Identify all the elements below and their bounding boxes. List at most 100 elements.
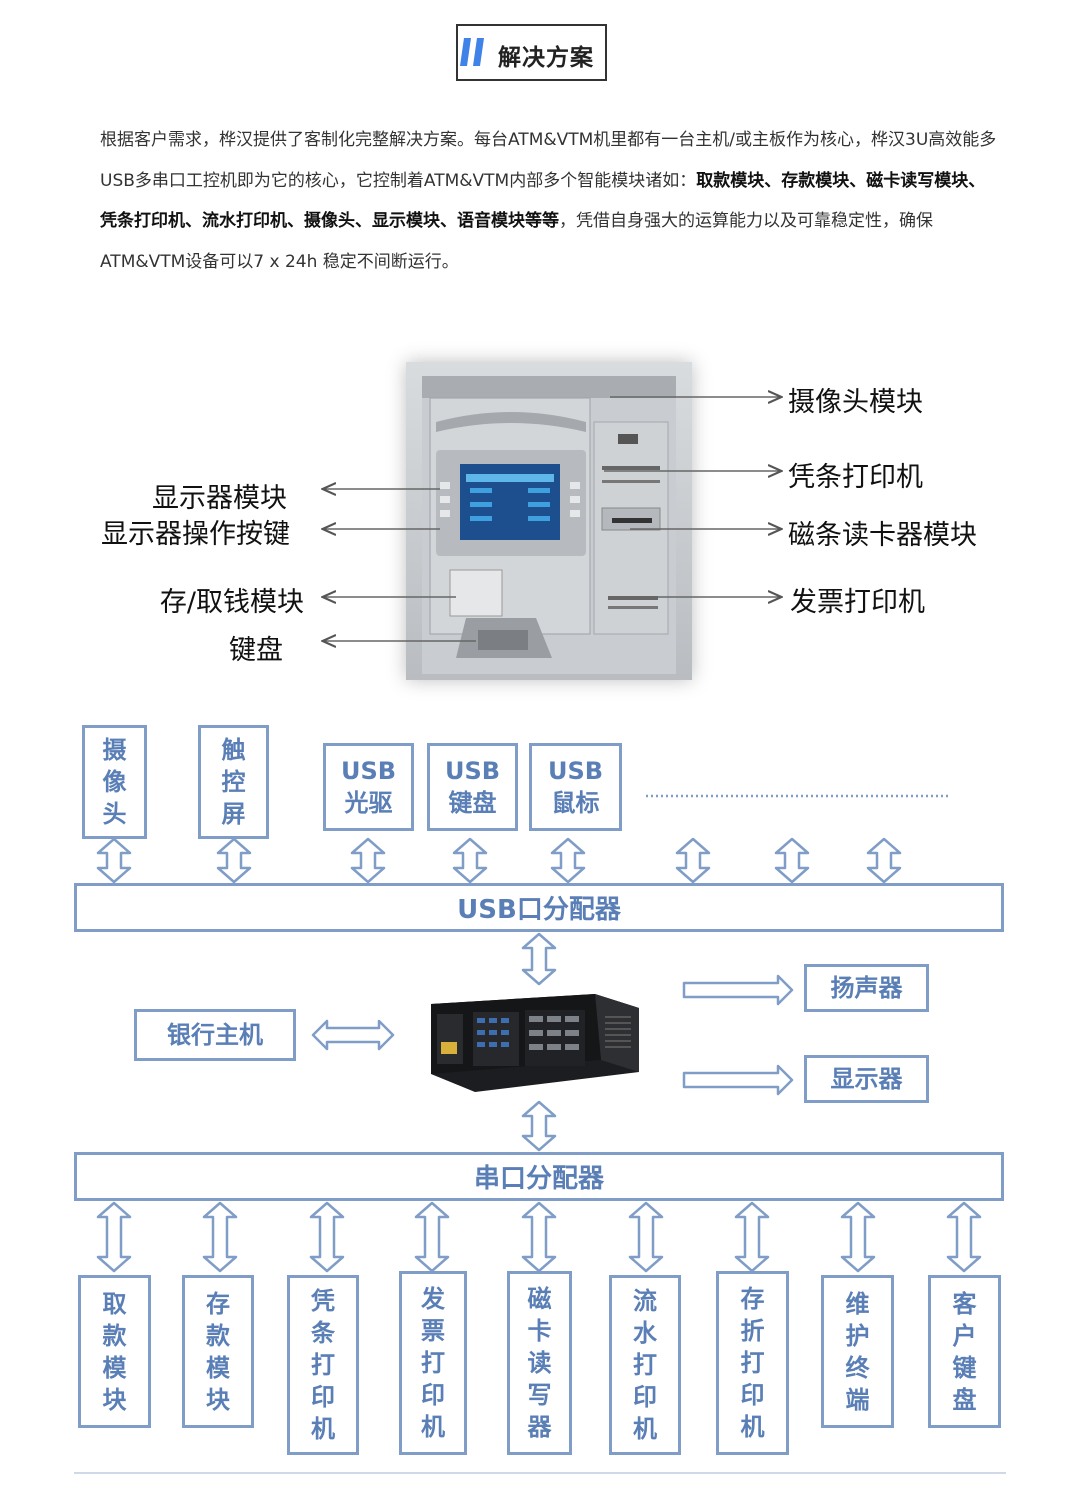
pc-to-speaker-arrow: [682, 974, 794, 1006]
device-cash-deposit: 存款模块: [182, 1275, 254, 1428]
bank-host: 银行主机: [134, 1009, 296, 1061]
device-label-char: 器: [527, 1413, 552, 1441]
device-label-char: 印: [633, 1383, 657, 1411]
label-camera-module: 摄像头模块: [788, 387, 923, 418]
device-card-reader: 磁卡读写器: [507, 1271, 572, 1455]
device-label-char: 摄: [102, 736, 127, 764]
usb-hub-to-pc-arrow: [521, 932, 557, 986]
device-label-char: 块: [206, 1385, 230, 1414]
device-label-char: 读: [527, 1349, 552, 1377]
intro-text: 根据客户需求，桦汉提供了客制化完整解决方案。每台ATM&VTM机里都有一台主机/…: [100, 130, 997, 191]
device-label-char: 卡: [527, 1317, 552, 1345]
device-usb-optical: USB光驱: [323, 743, 414, 831]
device-label-char: 头: [102, 800, 127, 828]
device-label-char: 模: [206, 1353, 230, 1382]
serial-link-arrow-4: [521, 1201, 557, 1273]
device-label-char: 盘: [952, 1385, 977, 1414]
device-label-char: 触: [221, 736, 246, 764]
device-label-char: 凭: [311, 1287, 335, 1315]
device-label-char: 水: [633, 1319, 657, 1347]
serial-link-arrow-5: [628, 1201, 664, 1273]
intro-bold-modules: 取款模块、存款模块、磁卡读写模块、凭条打印机、流水打印机、摄像头、显示模块、语音…: [100, 170, 986, 232]
label-keypad: 键盘: [229, 635, 283, 666]
atm-illustration: [422, 376, 676, 674]
device-label-char: 磁: [527, 1285, 552, 1313]
device-label-char: 护: [845, 1321, 870, 1350]
serial-link-arrow-3: [414, 1201, 450, 1273]
serial-link-arrow-8: [946, 1201, 982, 1273]
device-label-char: 打: [633, 1351, 657, 1379]
output-speaker: 扬声器: [804, 964, 929, 1012]
device-label-char: 户: [952, 1321, 977, 1350]
usb-link-arrow-7: [866, 837, 902, 884]
device-usb-mouse: USB鼠标: [529, 743, 622, 831]
serial-link-arrow-1: [202, 1201, 238, 1273]
device-cash-withdrawal: 取款模块: [78, 1275, 151, 1428]
serial-link-arrow-6: [734, 1201, 770, 1273]
usb-link-arrow-3: [452, 837, 488, 884]
device-label-char: 机: [421, 1413, 445, 1441]
label-card-reader: 磁条读卡器模块: [788, 520, 977, 551]
device-label-char: 条: [311, 1319, 335, 1347]
bottom-divider: [74, 1472, 1006, 1474]
device-label-char: 像: [102, 768, 127, 796]
output-display: 显示器: [804, 1055, 929, 1103]
device-journal-printer: 流水打印机: [609, 1275, 681, 1455]
device-label-char: 流: [633, 1287, 657, 1315]
device-camera: 摄像头: [82, 725, 147, 839]
serial-link-arrow-2: [309, 1201, 345, 1273]
pc-to-display-arrow: [682, 1064, 794, 1096]
device-label-char: 存: [206, 1289, 230, 1318]
device-label-char: 印: [311, 1383, 335, 1411]
device-maintenance-terminal: 维护终端: [821, 1275, 894, 1428]
device-label-char: 屏: [221, 800, 246, 828]
device-label-char: 机: [311, 1415, 335, 1443]
intro-text-end: ，凭借自身强大的运算能力以及可靠稳定性，确保ATM&VTM设备可以7 x 24h…: [100, 211, 933, 272]
device-label-char: 票: [421, 1317, 445, 1345]
device-label-char: 打: [740, 1349, 765, 1377]
usb-link-arrow-6: [774, 837, 810, 884]
section-title: 解决方案: [498, 45, 594, 71]
device-label-char: 款: [206, 1321, 230, 1350]
device-passbook-printer: 存折打印机: [716, 1271, 789, 1455]
device-label-char: 存: [740, 1285, 765, 1313]
industrial-pc-image: [431, 994, 639, 1092]
bank-host-link-arrow: [311, 1019, 395, 1051]
device-label-char: 折: [740, 1317, 765, 1345]
pc-to-serial-hub-arrow: [521, 1100, 557, 1152]
device-label-char: 模: [102, 1353, 127, 1382]
device-label-char: 印: [421, 1381, 445, 1409]
device-label-char: 发: [421, 1285, 445, 1313]
device-label-char: 端: [845, 1385, 870, 1414]
device-label-char: 取: [102, 1289, 127, 1318]
device-label-char: 款: [102, 1321, 127, 1350]
device-label-char: 块: [102, 1385, 127, 1414]
usb-link-arrow-5: [675, 837, 711, 884]
label-cash-module: 存/取钱模块: [159, 587, 304, 618]
device-touchscreen: 触控屏: [198, 725, 269, 839]
device-customer-keypad: 客户键盘: [928, 1275, 1001, 1428]
label-display-buttons: 显示器操作按键: [101, 519, 290, 550]
device-label-char: 写: [527, 1381, 552, 1409]
device-label-char: 机: [740, 1413, 765, 1441]
label-invoice-printer: 发票打印机: [790, 587, 925, 618]
device-label-char: 终: [845, 1353, 870, 1382]
usb-link-arrow-0: [96, 837, 132, 884]
device-label-char: 维: [845, 1289, 870, 1318]
usb-link-arrow-2: [350, 837, 386, 884]
device-label-char: 打: [311, 1351, 335, 1379]
usb-link-arrow-4: [550, 837, 586, 884]
device-label-char: 打: [421, 1349, 445, 1377]
label-display-module: 显示器模块: [152, 483, 287, 514]
usb-link-arrow-1: [216, 837, 252, 884]
section-title-box: [456, 24, 607, 81]
device-label-char: 客: [952, 1289, 977, 1318]
serial-link-arrow-0: [96, 1201, 132, 1273]
intro-paragraph: 根据客户需求，桦汉提供了客制化完整解决方案。每台ATM&VTM机里都有一台主机/…: [100, 120, 1000, 282]
device-usb-keyboard: USB键盘: [427, 743, 518, 831]
usb-hub: USB口分配器: [74, 883, 1004, 932]
device-label-char: 机: [633, 1415, 657, 1443]
label-receipt-printer: 凭条打印机: [788, 462, 923, 493]
device-invoice-printer: 发票打印机: [399, 1271, 467, 1455]
device-receipt-printer: 凭条打印机: [287, 1275, 359, 1455]
